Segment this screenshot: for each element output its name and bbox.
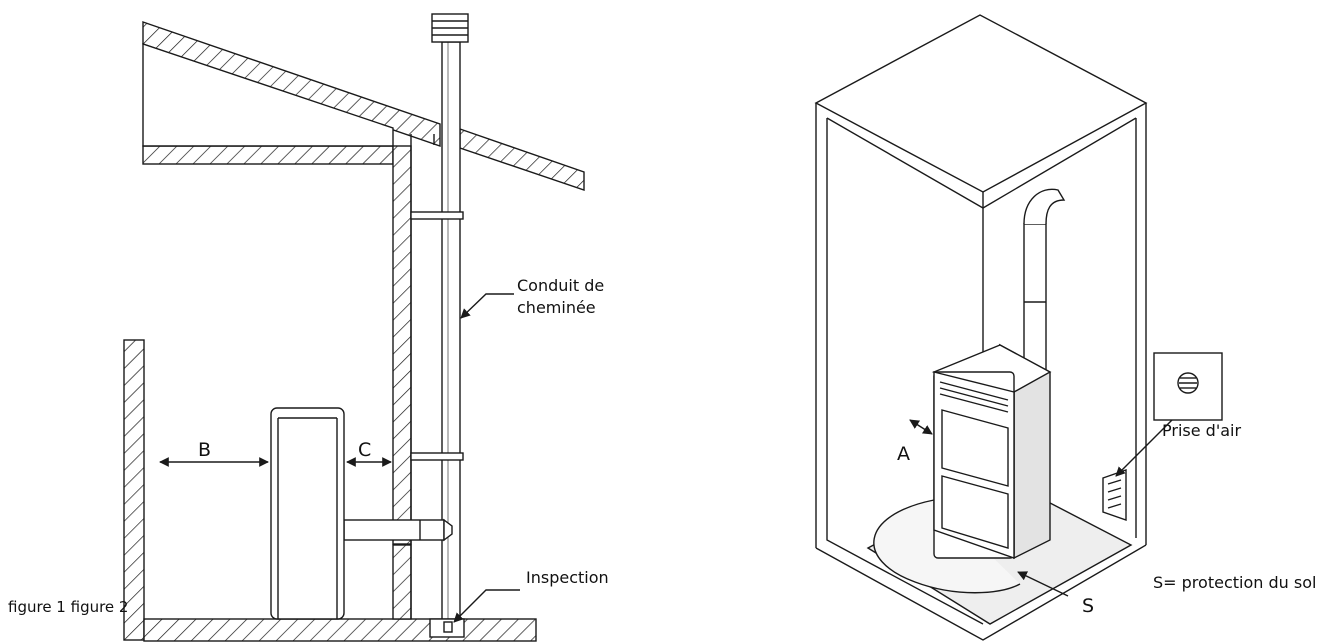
leader-inspection [453, 589, 520, 623]
leader-s [1017, 571, 1069, 597]
floor-slab [143, 618, 537, 642]
pipe-clamp [410, 211, 464, 220]
label-s-legend: S= protection du sol [1153, 573, 1316, 592]
stove-side-view [270, 407, 345, 620]
label-c: C [358, 439, 371, 461]
leader-prise-air [1115, 419, 1173, 477]
pellet-stove [931, 343, 1052, 560]
label-b: B [198, 439, 211, 461]
label-conduit-line2: cheminée [517, 298, 596, 317]
dimension-a-arrow [909, 419, 933, 435]
flue-pipe [1023, 188, 1066, 391]
flue-connector [343, 519, 445, 541]
pipe-clamp [410, 452, 464, 461]
label-prise-air: Prise d'air [1162, 421, 1241, 440]
leader-conduit [460, 293, 514, 319]
figure-2-isometric-view [814, 14, 1223, 641]
figure-caption: figure 1 figure 2 [8, 598, 128, 616]
label-inspection: Inspection [526, 568, 609, 587]
room-top [814, 14, 1148, 193]
chimney-cap [431, 13, 469, 43]
roof-overhang [459, 128, 585, 191]
upper-roof [142, 21, 441, 147]
right-wall-lower [392, 544, 412, 620]
left-wall [123, 339, 145, 641]
label-s: S [1082, 595, 1094, 617]
right-wall [392, 145, 412, 545]
room-inner-walls [826, 118, 984, 625]
label-a: A [897, 443, 910, 465]
label-conduit-line1: Conduit de [517, 276, 604, 295]
figure-1-section-view [123, 13, 585, 642]
air-intake-grille [1102, 469, 1127, 521]
ceiling-slab [142, 145, 394, 165]
